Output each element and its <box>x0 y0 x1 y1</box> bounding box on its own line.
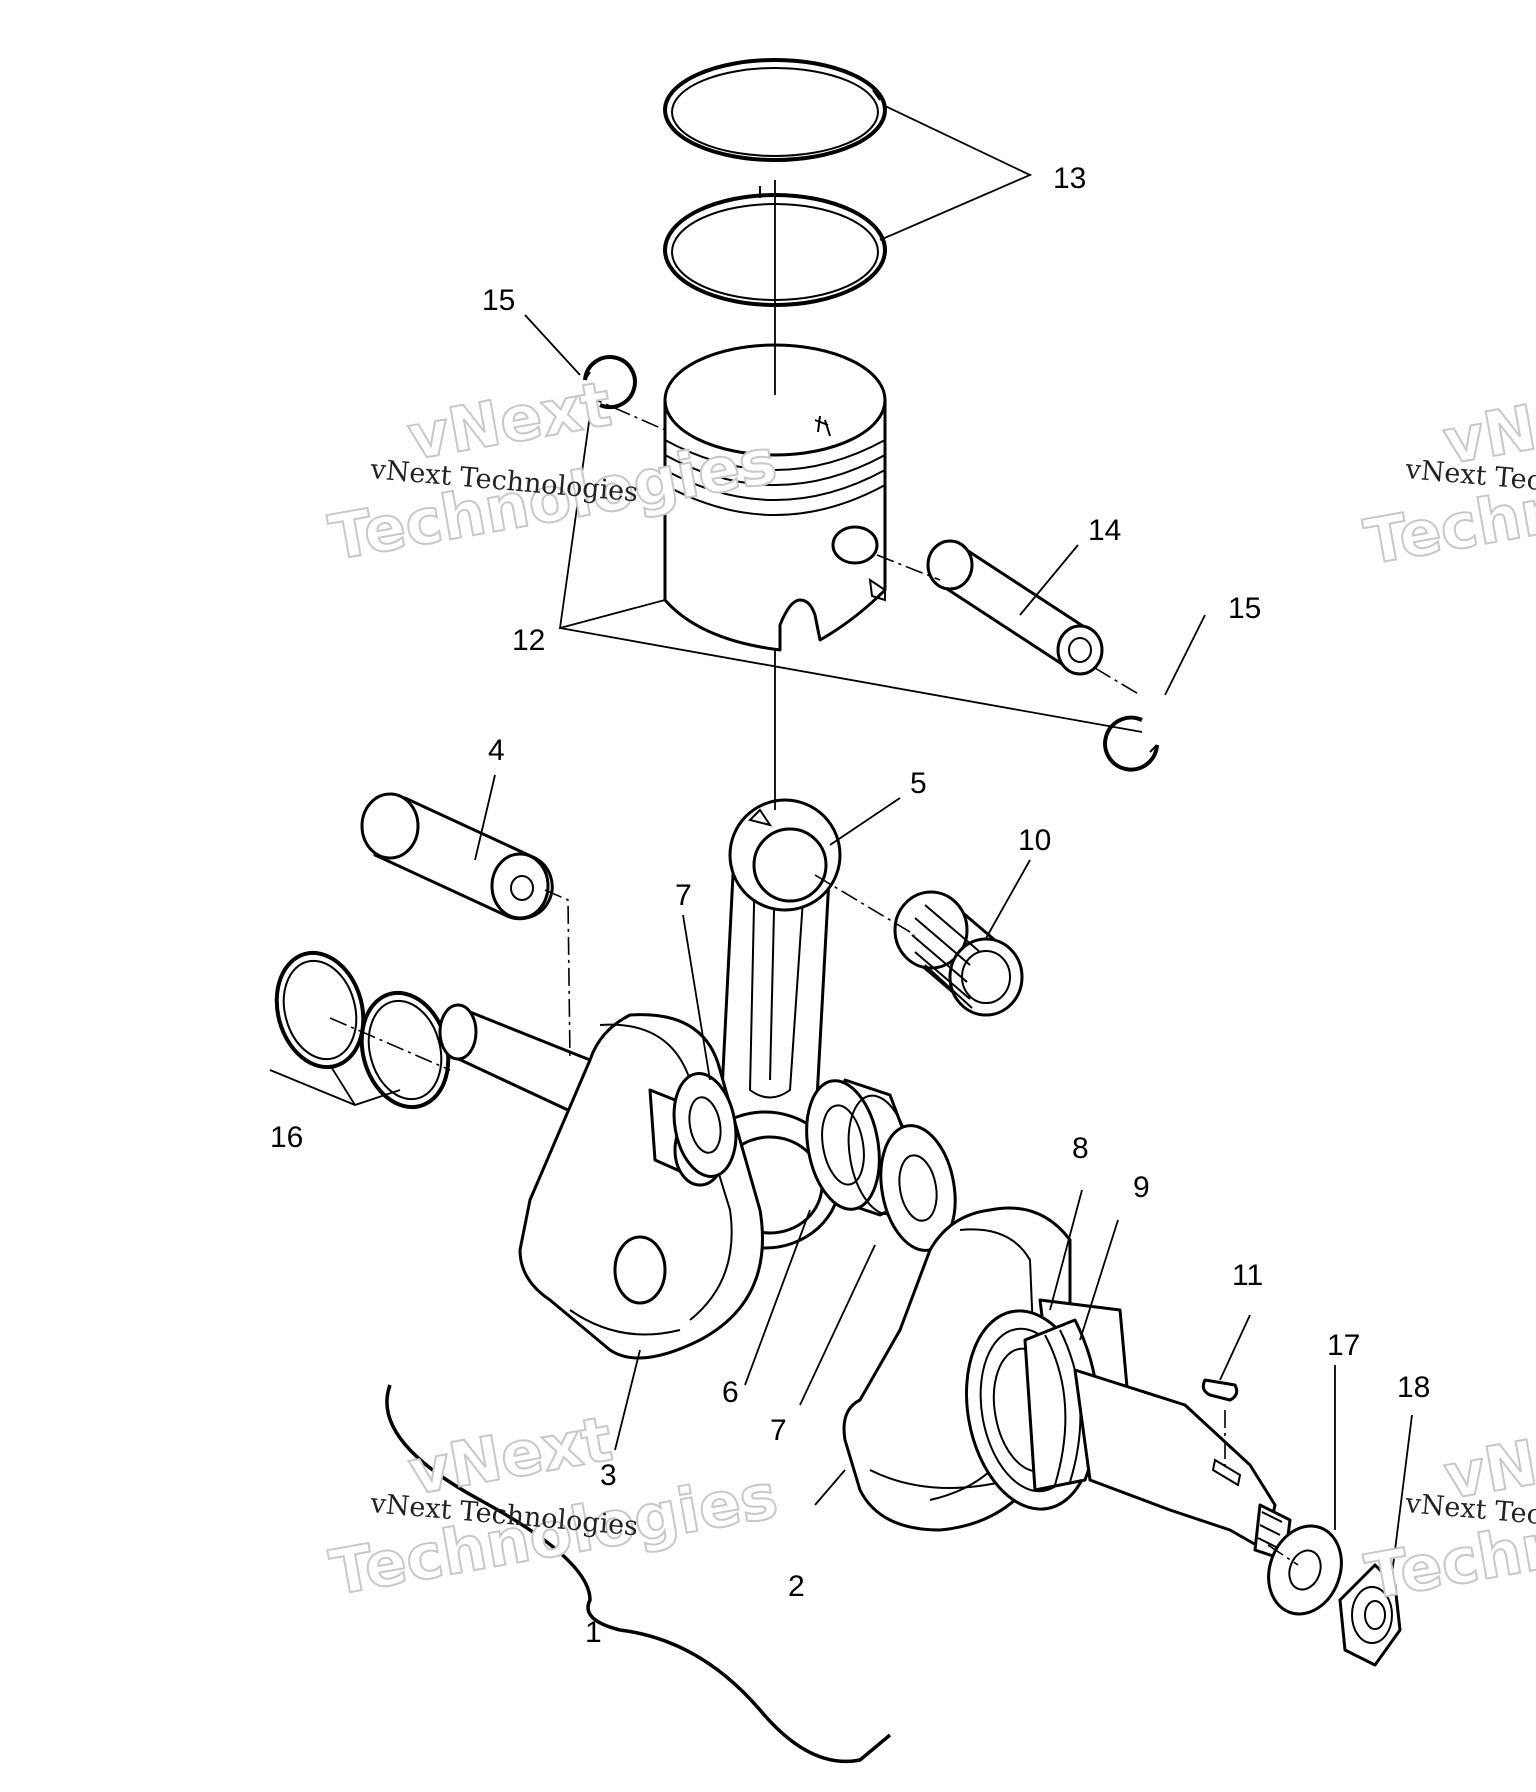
callout-1: 1 <box>585 1616 602 1649</box>
callout-17: 17 <box>1327 1329 1360 1362</box>
callout-13: 13 <box>1053 162 1086 195</box>
callout-16: 16 <box>270 1121 303 1154</box>
leader-lines <box>269 104 1413 1591</box>
callout-15-left: 15 <box>482 284 515 317</box>
circlip-right <box>1103 715 1159 772</box>
callout-8: 8 <box>1072 1132 1089 1165</box>
callout-7-lower: 7 <box>770 1414 787 1447</box>
callout-18: 18 <box>1397 1371 1430 1404</box>
callout-2: 2 <box>788 1570 805 1603</box>
piston-pin <box>926 539 1104 676</box>
callout-12: 12 <box>512 624 545 657</box>
needle-bearing <box>893 890 1024 1017</box>
washer <box>1267 1524 1343 1616</box>
callout-4: 4 <box>488 734 505 767</box>
thrust-washer-upper <box>672 1072 738 1178</box>
assembly-brace <box>385 1384 892 1764</box>
callout-10: 10 <box>1018 824 1051 857</box>
callout-3: 3 <box>600 1459 617 1492</box>
piston <box>663 343 887 652</box>
hex-nut <box>1338 1563 1402 1667</box>
crankshaft-right-half <box>842 1206 1292 1562</box>
crank-pin <box>360 792 554 921</box>
seal-ring-outer <box>274 950 366 1070</box>
callout-7-upper: 7 <box>675 879 692 912</box>
callout-9: 9 <box>1133 1171 1150 1204</box>
piston-ring-upper <box>663 58 887 162</box>
circlip-left <box>583 355 637 409</box>
callout-5: 5 <box>910 767 927 800</box>
callout-6: 6 <box>722 1376 739 1409</box>
callout-14: 14 <box>1088 514 1121 547</box>
svg-text:vNext: vNext <box>403 367 617 474</box>
watermark-bottom-right: vNext Technologies <box>1359 1405 1536 1615</box>
connecting-rod <box>688 798 842 1250</box>
callout-15-right: 15 <box>1228 592 1261 625</box>
callout-11: 11 <box>1232 1259 1263 1292</box>
assembly-lines <box>329 180 1299 1566</box>
crankshaft-left-half <box>438 1003 764 1360</box>
woodruff-key <box>1201 1378 1239 1402</box>
